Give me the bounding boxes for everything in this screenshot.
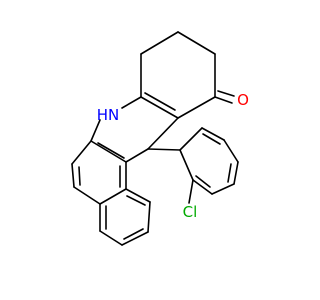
bond <box>147 148 181 151</box>
bond <box>144 92 176 111</box>
bond <box>125 188 151 203</box>
bond <box>223 139 239 163</box>
chlorine-atom-label: Cl <box>183 203 198 221</box>
bond <box>227 163 232 183</box>
bond <box>123 228 144 240</box>
oxygen-atom-label: O <box>237 91 249 109</box>
bond <box>71 163 75 188</box>
bond <box>201 127 225 141</box>
bond <box>99 188 127 205</box>
atom-labels: HN O Cl <box>97 91 249 221</box>
bond <box>121 231 149 246</box>
bond <box>177 96 216 119</box>
bond <box>78 166 81 186</box>
nitrogen-atom-label: HN <box>97 106 120 124</box>
bond <box>125 148 149 163</box>
bond <box>195 175 211 188</box>
bond <box>179 149 194 181</box>
bond <box>90 119 101 142</box>
bond <box>177 31 216 55</box>
bond <box>188 179 194 204</box>
bond <box>140 31 179 55</box>
bond <box>73 186 101 205</box>
bond <box>99 230 123 246</box>
bond-lines <box>71 31 239 246</box>
bond <box>140 96 179 119</box>
bond <box>179 127 203 151</box>
bond <box>147 117 179 150</box>
bond <box>211 183 235 195</box>
bond <box>90 140 127 163</box>
oxygen-symbol-text: O <box>237 91 249 109</box>
bond <box>217 90 235 97</box>
bond <box>147 201 151 233</box>
bond <box>233 161 239 185</box>
chemical-structure-diagram: HN O Cl <box>71 31 249 246</box>
bond <box>71 140 92 165</box>
bond <box>192 179 213 195</box>
bond <box>121 96 142 109</box>
nitrogen-hydrogen-text: H <box>97 106 108 124</box>
bond <box>126 195 146 206</box>
bond <box>214 96 233 104</box>
chlorine-symbol-text: Cl <box>183 203 198 221</box>
bond <box>97 142 125 159</box>
bond <box>202 133 221 145</box>
nitrogen-symbol-text: N <box>108 106 119 124</box>
